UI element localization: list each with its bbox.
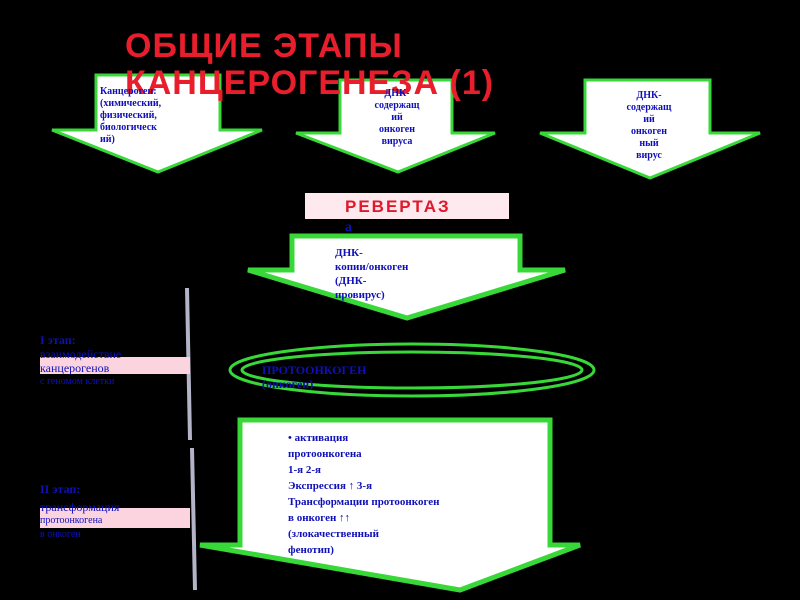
top-arrow-2-text: ДНК- содержащ ий онкоген вируса: [374, 88, 420, 147]
stage1-label-bg: [40, 357, 190, 374]
title-line-1: ОБЩИЕ ЭТАПЫ: [125, 27, 403, 65]
top-arrow-1: [51, 73, 263, 174]
stage2-line-1: трансформация: [40, 500, 120, 514]
stage1-line-3: с геномом клетки: [40, 376, 115, 387]
top-arrow-2: [295, 78, 496, 174]
page-title: ОБЩИЕ ЭТАПЫ КАНЦЕРОГЕНЕЗА (1): [125, 28, 545, 102]
stage2-line-3: в онкоген: [40, 529, 81, 540]
protooncogene-ellipse-inner: [240, 350, 584, 390]
stage1-label: I этап: взаимодействие канцерогенов с ге…: [40, 333, 190, 389]
revertase-label: РЕВЕРТАЗ: [305, 193, 509, 219]
ellipse-text: ПРОТООНКОГЕН (онкоген): [262, 363, 367, 391]
top-arrow-3-text: ДНК- содержащ ий онкоген ный вирус: [626, 90, 672, 161]
stage2-label: II этап: трансформация протоонкогена в о…: [40, 482, 190, 542]
middle-arrow-text: ДНК- копии/онкоген (ДНК- провирус): [335, 247, 409, 301]
stage2-line-2: протоонкогена: [40, 515, 103, 526]
middle-arrow: [247, 233, 566, 321]
stage2-title: II этап:: [40, 482, 81, 496]
title-line-2: КАНЦЕРОГЕНЕЗА (1): [125, 64, 495, 102]
stage1-line-1: взаимодействие: [40, 347, 122, 361]
stage1-title: I этап:: [40, 333, 76, 347]
bottom-box-text: • активация протоонкогена 1-я 2-я Экспре…: [288, 432, 440, 556]
top-arrow-3: [539, 78, 761, 180]
top-arrow-1-text: Канцероген: (химический, физический, био…: [100, 86, 162, 145]
stage1-line-2: канцерогенов: [40, 361, 110, 375]
revertase-label-tail: а: [345, 220, 352, 235]
stage2-divider: [190, 447, 197, 591]
bottom-arrow: [199, 417, 581, 593]
protooncogene-ellipse: [228, 342, 596, 398]
stage2-label-bg: [40, 508, 190, 528]
